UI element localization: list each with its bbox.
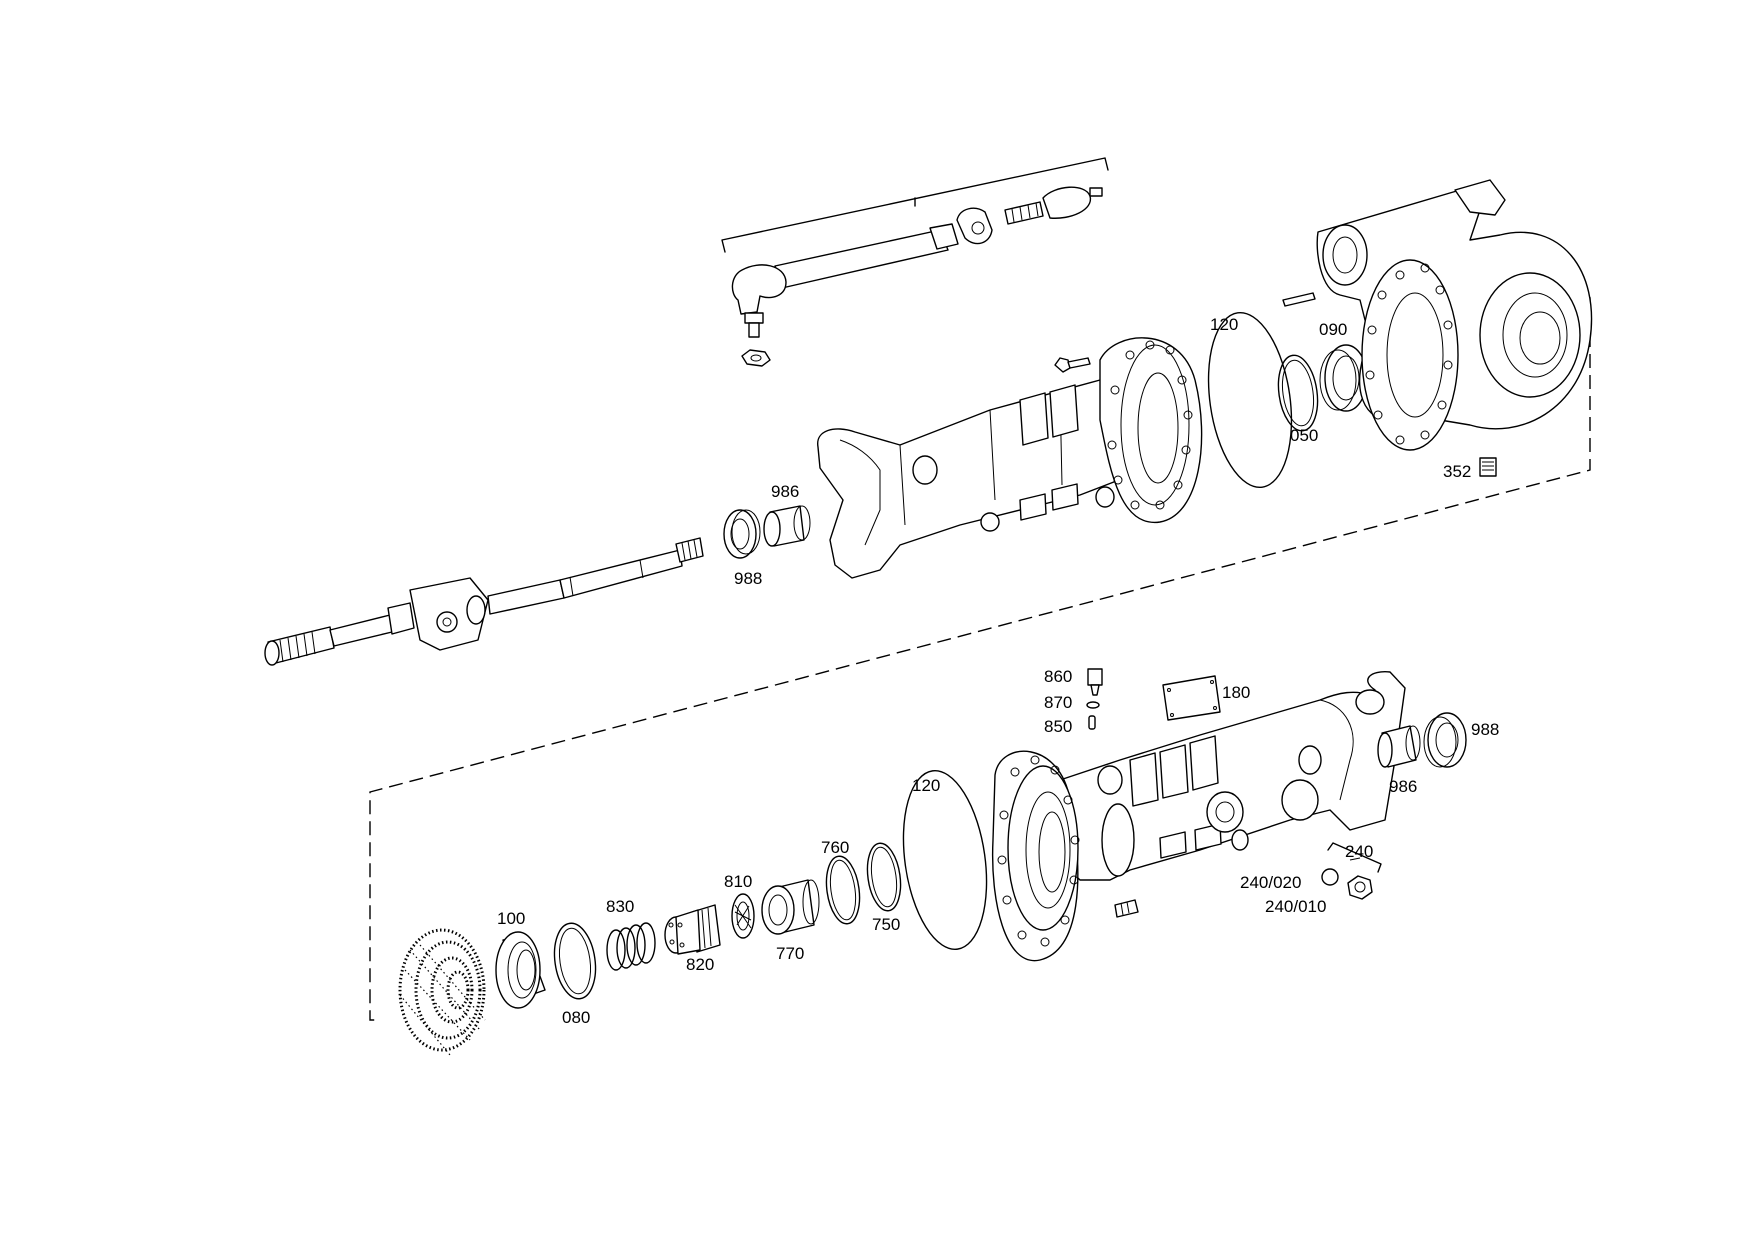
hub-820 xyxy=(664,904,721,955)
label-810: 810 xyxy=(724,872,752,891)
o-ring-120-lower xyxy=(902,770,988,950)
label-860: 860 xyxy=(1044,667,1072,686)
o-ring-120-upper xyxy=(1207,311,1293,489)
plug-240-010 xyxy=(1347,875,1373,900)
label-240-020: 240/020 xyxy=(1240,873,1301,892)
label-820: 820 xyxy=(686,955,714,974)
bearing-810 xyxy=(731,893,755,939)
washer-870 xyxy=(1086,701,1100,709)
seal-988-lower xyxy=(1423,712,1467,768)
disc-pack xyxy=(398,928,486,1056)
ring-050-upper xyxy=(1277,354,1319,432)
ring-750 xyxy=(866,842,902,912)
label-090-upper: 090 xyxy=(1319,320,1347,339)
pin xyxy=(1282,292,1316,307)
label-870: 870 xyxy=(1044,693,1072,712)
breather-860 xyxy=(1087,668,1103,696)
label-120-lower: 120 xyxy=(912,776,940,795)
label-770: 770 xyxy=(776,944,804,963)
label-986-upper: 986 xyxy=(771,482,799,501)
plate-180 xyxy=(1162,675,1221,721)
label-988-lower: 988 xyxy=(1471,720,1499,739)
label-760: 760 xyxy=(821,838,849,857)
plug-352 xyxy=(1479,457,1497,477)
label-240-010: 240/010 xyxy=(1265,897,1326,916)
label-750: 750 xyxy=(872,915,900,934)
label-352: 352 xyxy=(1443,462,1471,481)
label-240: 240 xyxy=(1345,842,1373,861)
ring-760 xyxy=(825,855,861,925)
spring-830 xyxy=(606,922,656,971)
ring-080 xyxy=(553,922,597,1000)
drive-shaft-upper xyxy=(264,537,704,666)
label-850: 850 xyxy=(1044,717,1072,736)
piston-770 xyxy=(761,879,820,935)
tie-rod-assembly xyxy=(721,157,1109,367)
bushing-986-lower xyxy=(1377,725,1421,768)
label-986-lower: 986 xyxy=(1389,777,1417,796)
seal-988-upper xyxy=(723,509,761,559)
steering-knuckle-housing xyxy=(1316,179,1593,451)
label-100: 100 xyxy=(497,909,525,928)
label-080: 080 xyxy=(562,1008,590,1027)
label-050-upper: 050 xyxy=(1290,426,1318,445)
label-988-upper: 988 xyxy=(734,569,762,588)
bracket-240 xyxy=(1327,842,1382,873)
label-180: 180 xyxy=(1222,683,1250,702)
upper-axle-housing xyxy=(817,337,1203,579)
part-850 xyxy=(1088,715,1096,730)
label-120-upper: 120 xyxy=(1210,315,1238,334)
bearing-100 xyxy=(495,931,546,1009)
lower-axle-housing xyxy=(991,671,1406,962)
label-830: 830 xyxy=(606,897,634,916)
washer-240-020 xyxy=(1321,868,1339,886)
bushing-986-upper xyxy=(763,505,811,547)
